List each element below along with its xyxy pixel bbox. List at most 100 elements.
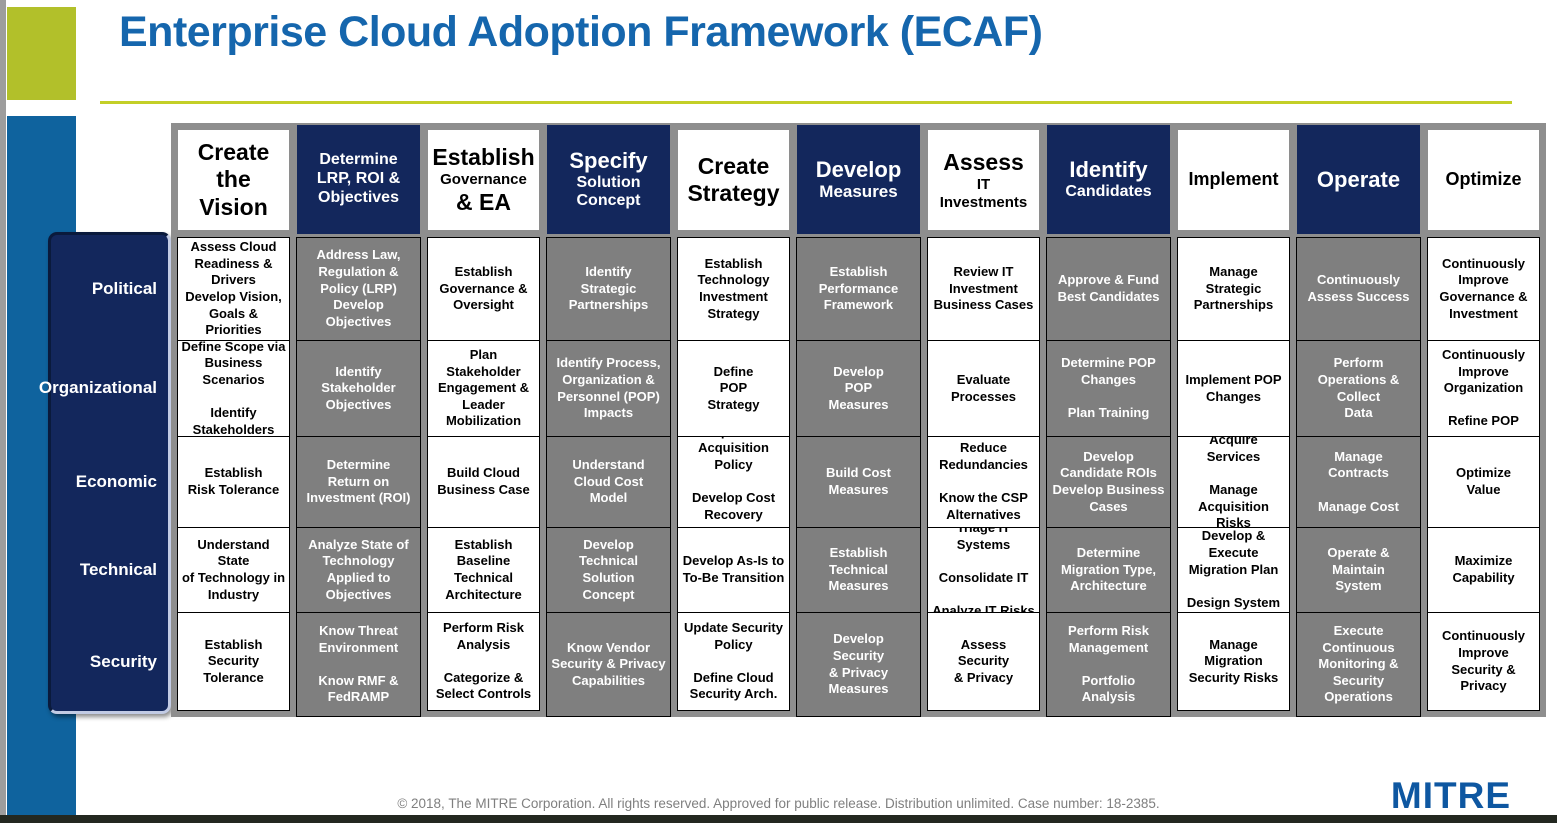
phase-header-optimize: Optimize (1428, 130, 1539, 230)
matrix-cell-technical-identify-candidates: Determine Migration Type, Architecture (1047, 527, 1170, 612)
matrix-cell-political-develop-measures: Establish Performance Framework (797, 237, 920, 340)
phase-column-cells: Assess Cloud Readiness & Drivers Develop… (177, 237, 290, 711)
phase-header-line: Operate (1316, 166, 1401, 192)
matrix-cell-economic-assess-it-investments: Reduce Redundancies Know the CSP Alterna… (928, 436, 1039, 527)
phase-header-line: Develop (815, 156, 902, 182)
matrix-cell-security-establish-governance-ea: Perform Risk Analysis Categorize & Selec… (428, 612, 539, 710)
matrix-cell-security-specify-solution-concept: Know Vendor Security & Privacy Capabilit… (547, 612, 670, 716)
phase-header-line: Candidates (1065, 183, 1152, 201)
matrix-cell-technical-create-strategy: Develop As-Is to To-Be Transition (678, 527, 789, 612)
matrix-cell-organizational-implement: Implement POP Changes (1178, 340, 1289, 436)
phase-header-line: the (216, 166, 251, 193)
bottom-edge-bar (0, 815, 1557, 823)
page-title: Enterprise Cloud Adoption Framework (ECA… (119, 8, 1043, 56)
phase-header-line: Create (697, 152, 770, 179)
phase-header-line: Create (197, 139, 270, 166)
phase-header-operate: Operate (1297, 125, 1420, 234)
matrix-cell-political-optimize: Continuously Improve Governance & Invest… (1428, 237, 1539, 340)
matrix-cell-security-operate: Execute Continuous Monitoring & Security… (1297, 612, 1420, 716)
phase-header-line: IT (976, 175, 991, 193)
matrix-cell-economic-identify-candidates: Develop Candidate ROIs Develop Business … (1047, 436, 1170, 527)
phase-header-line: & EA (456, 188, 511, 215)
left-edge-strip (0, 0, 6, 823)
row-label-technical: Technical (51, 527, 168, 612)
matrix-cell-political-assess-it-investments: Review IT Investment Business Cases (928, 237, 1039, 340)
matrix-cell-technical-create-the-vision: Understand State of Technology in Indust… (178, 527, 289, 612)
matrix-cell-security-implement: Manage Migration Security Risks (1178, 612, 1289, 710)
matrix-cell-organizational-develop-measures: Develop POP Measures (797, 340, 920, 436)
matrix-cell-security-create-the-vision: Establish Security Tolerance (178, 612, 289, 710)
phase-header-line: Identify (1069, 157, 1148, 183)
matrix-cell-political-establish-governance-ea: Establish Governance & Oversight (428, 237, 539, 340)
phase-header-line: Optimize (1445, 169, 1522, 190)
phase-header-line: Determine (319, 151, 398, 169)
matrix-cell-economic-implement: Acquire Services Manage Acquisition Risk… (1178, 436, 1289, 527)
matrix-cell-technical-establish-governance-ea: Establish Baseline Technical Architectur… (428, 527, 539, 612)
matrix-cell-organizational-identify-candidates: Determine POP Changes Plan Training (1047, 340, 1170, 436)
phase-header-line: Concept (576, 192, 641, 210)
mitre-logo: MITRE (1390, 775, 1511, 816)
matrix-cell-technical-optimize: Maximize Capability (1428, 527, 1539, 612)
phase-column-cells: Address Law, Regulation & Policy (LRP) D… (296, 237, 421, 717)
phase-header-line: Governance (440, 171, 527, 189)
phase-header-line: Solution (576, 173, 641, 191)
phase-column-body: Continuously Improve Governance & Invest… (1421, 237, 1546, 717)
phase-header-line: Specify (569, 147, 648, 173)
row-label-security: Security (51, 612, 168, 711)
matrix-cell-organizational-establish-governance-ea: Plan Stakeholder Engagement & Leader Mob… (428, 340, 539, 436)
matrix-cell-economic-create-the-vision: Establish Risk Tolerance (178, 436, 289, 527)
matrix-cell-organizational-optimize: Continuously Improve Organization Refine… (1428, 340, 1539, 436)
row-label-political: Political (51, 237, 168, 340)
phase-column-body: Assess Cloud Readiness & Drivers Develop… (171, 237, 296, 717)
matrix-cell-economic-operate: Manage Contracts Manage Cost (1297, 436, 1420, 527)
row-label-organizational: Organizational (39, 340, 168, 436)
matrix-cell-security-optimize: Continuously Improve Security & Privacy (1428, 612, 1539, 710)
matrix-cell-technical-specify-solution-concept: Develop Technical Solution Concept (547, 527, 670, 612)
phase-header-line: Vision (199, 193, 268, 220)
phase-column-body: Address Law, Regulation & Policy (LRP) D… (296, 237, 421, 717)
phase-header-line: Investments (939, 193, 1028, 211)
matrix-cell-political-identify-candidates: Approve & Fund Best Candidates (1047, 237, 1170, 340)
row-label-economic: Economic (51, 436, 168, 527)
matrix-cell-organizational-create-the-vision: Define Scope via Business Scenarios Iden… (178, 340, 289, 436)
matrix-cell-political-create-the-vision: Assess Cloud Readiness & Drivers Develop… (178, 237, 289, 340)
matrix-cell-organizational-determine-lrp-roi-objectives: Identify Stakeholder Objectives (297, 340, 420, 436)
matrix-cell-security-create-strategy: Update Security Policy Define Cloud Secu… (678, 612, 789, 710)
phase-header-line: Strategy (687, 180, 780, 206)
copyright-footer: © 2018, The MITRE Corporation. All right… (397, 796, 1160, 811)
matrix-cell-political-operate: Continuously Assess Success (1297, 237, 1420, 340)
title-underline (100, 101, 1512, 104)
row-label-text: Economic (75, 471, 157, 491)
phase-header-line: Implement (1188, 169, 1279, 190)
phase-header-line: Objectives (318, 188, 399, 206)
phase-header-frame: Operate (1296, 123, 1421, 237)
